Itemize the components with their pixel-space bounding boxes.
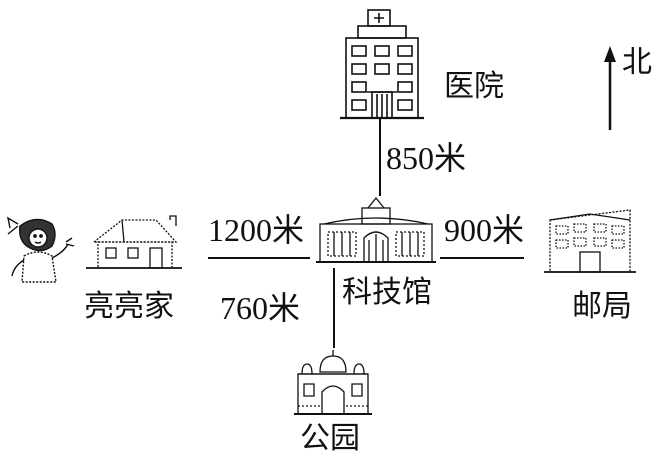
north-label: 北 <box>622 45 652 80</box>
girl-figure-icon <box>7 216 75 283</box>
park-temple-icon <box>294 350 372 415</box>
distance-to-home: 1200米 <box>208 212 305 248</box>
distance-to-hospital: 850米 <box>386 140 467 176</box>
science-museum-label: 科技馆 <box>342 275 432 310</box>
north-arrow-icon <box>604 46 616 130</box>
science-museum-building-icon <box>316 196 436 263</box>
post-office-building-icon <box>544 209 636 273</box>
hospital-building-icon <box>340 9 424 120</box>
house-icon <box>86 215 182 269</box>
home-label: 亮亮家 <box>84 289 174 324</box>
distance-to-post-office: 900米 <box>444 212 525 248</box>
park-label: 公园 <box>300 421 360 456</box>
hospital-label: 医院 <box>444 69 504 104</box>
distance-to-park: 760米 <box>220 290 301 326</box>
post-office-label: 邮局 <box>572 289 632 324</box>
